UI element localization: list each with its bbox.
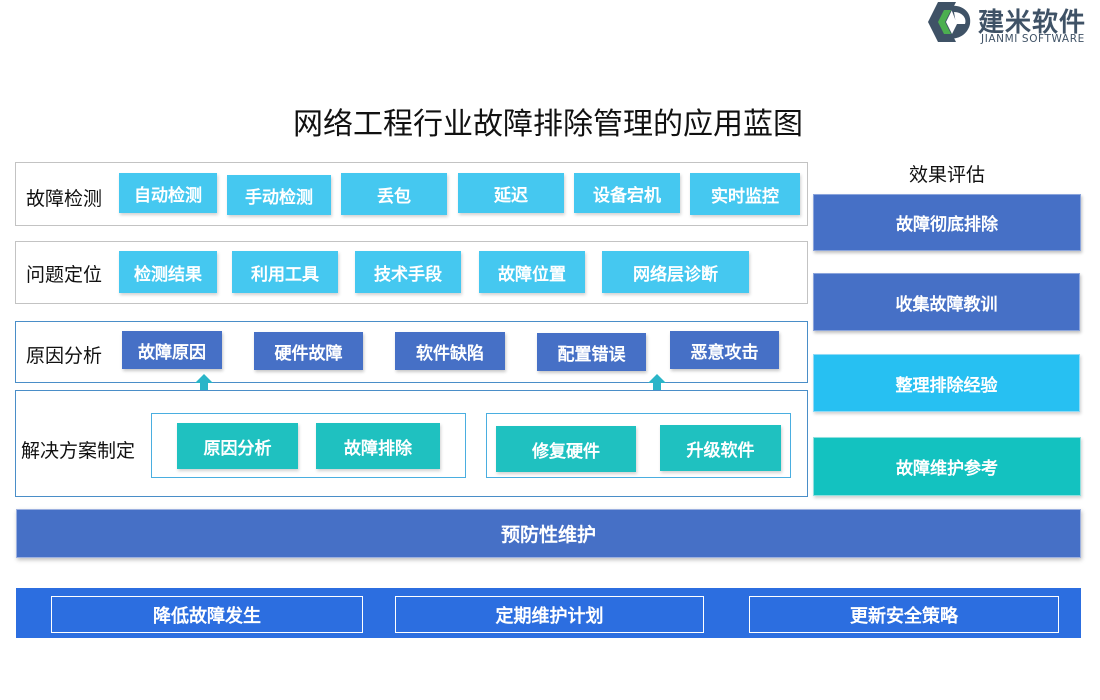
cause-item-attack: 恶意攻击 <box>670 331 779 369</box>
detection-item-realtime: 实时监控 <box>690 173 800 215</box>
page-title: 网络工程行业故障排除管理的应用蓝图 <box>293 107 803 142</box>
location-item-results: 检测结果 <box>119 251 217 293</box>
location-item-tools: 利用工具 <box>232 251 338 293</box>
solution-item-repair-hardware: 修复硬件 <box>496 426 636 472</box>
logo-name-cn: 建米软件 <box>978 8 1087 38</box>
location-item-techniques: 技术手段 <box>355 251 461 293</box>
solution-label: 解决方案制定 <box>21 440 136 462</box>
cause-label: 原因分析 <box>26 345 103 367</box>
detection-item-packet-loss: 丢包 <box>341 173 447 215</box>
cause-item-config: 配置错误 <box>537 333 646 371</box>
evaluation-item-lessons: 收集故障教训 <box>813 273 1080 331</box>
bottom-item-security: 更新安全策略 <box>749 596 1059 633</box>
evaluation-item-reference: 故障维护参考 <box>813 437 1081 496</box>
evaluation-item-resolved: 故障彻底排除 <box>813 194 1081 251</box>
detection-item-manual: 手动检测 <box>227 175 331 215</box>
detection-item-latency: 延迟 <box>458 173 564 213</box>
maintenance-bar: 预防性维护 <box>16 509 1081 558</box>
solution-item-upgrade-software: 升级软件 <box>660 425 781 471</box>
logo-name-en: JIANMI SOFTWARE <box>981 33 1085 45</box>
location-label: 问题定位 <box>26 264 103 286</box>
logo-icon <box>928 2 971 42</box>
bottom-item-schedule: 定期维护计划 <box>395 596 704 633</box>
location-item-position: 故障位置 <box>479 251 585 293</box>
detection-item-auto: 自动检测 <box>119 173 217 213</box>
location-item-layer-diagnosis: 网络层诊断 <box>602 251 749 293</box>
solution-item-troubleshoot: 故障排除 <box>316 423 440 469</box>
cause-item-reason: 故障原因 <box>122 331 222 369</box>
detection-label: 故障检测 <box>26 188 103 210</box>
evaluation-item-experience: 整理排除经验 <box>813 354 1080 412</box>
cause-item-software: 软件缺陷 <box>395 332 505 370</box>
bottom-item-reduce: 降低故障发生 <box>51 596 363 633</box>
detection-item-device-down: 设备宕机 <box>574 173 680 213</box>
evaluation-header: 效果评估 <box>908 164 985 186</box>
cause-item-hardware: 硬件故障 <box>254 332 363 370</box>
solution-item-cause-analysis: 原因分析 <box>177 423 298 469</box>
